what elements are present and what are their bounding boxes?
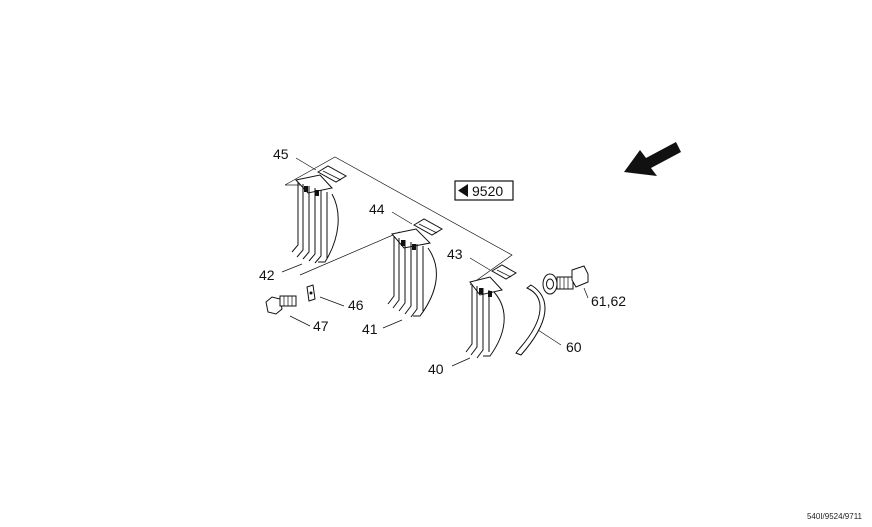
bolt-61-62: [542, 265, 589, 295]
reference-label: 9520: [472, 183, 503, 199]
callout-44: 44: [369, 201, 385, 217]
plate-45: [317, 165, 347, 183]
tine-group-41: [387, 228, 437, 318]
plate-43: [491, 264, 517, 280]
callout-42: 42: [259, 267, 275, 283]
callout-60: 60: [566, 339, 582, 355]
spring-60: [515, 284, 546, 356]
tine-group-40: [465, 276, 505, 359]
arrow-icon: [624, 142, 681, 176]
callout-45: 45: [273, 146, 289, 162]
callout-43: 43: [447, 246, 463, 262]
callout-47: 47: [313, 318, 329, 334]
reference-box: 9520: [454, 180, 514, 201]
callout-61-62: 61,62: [591, 293, 626, 309]
callout-41: 41: [362, 321, 378, 337]
triangle-left-icon: [458, 184, 468, 197]
callouts: 45 44 43 42 41 40 46 47 60 61,62: [259, 146, 626, 377]
plate-46: [306, 284, 316, 302]
plate-44: [413, 218, 443, 236]
bolt-47: [265, 295, 297, 315]
callout-40: 40: [428, 361, 444, 377]
tine-group-42: [291, 174, 339, 264]
callout-46: 46: [348, 297, 364, 313]
drawing-code: 540I/9524/9711: [806, 512, 862, 521]
leader-lines: [281, 157, 589, 367]
